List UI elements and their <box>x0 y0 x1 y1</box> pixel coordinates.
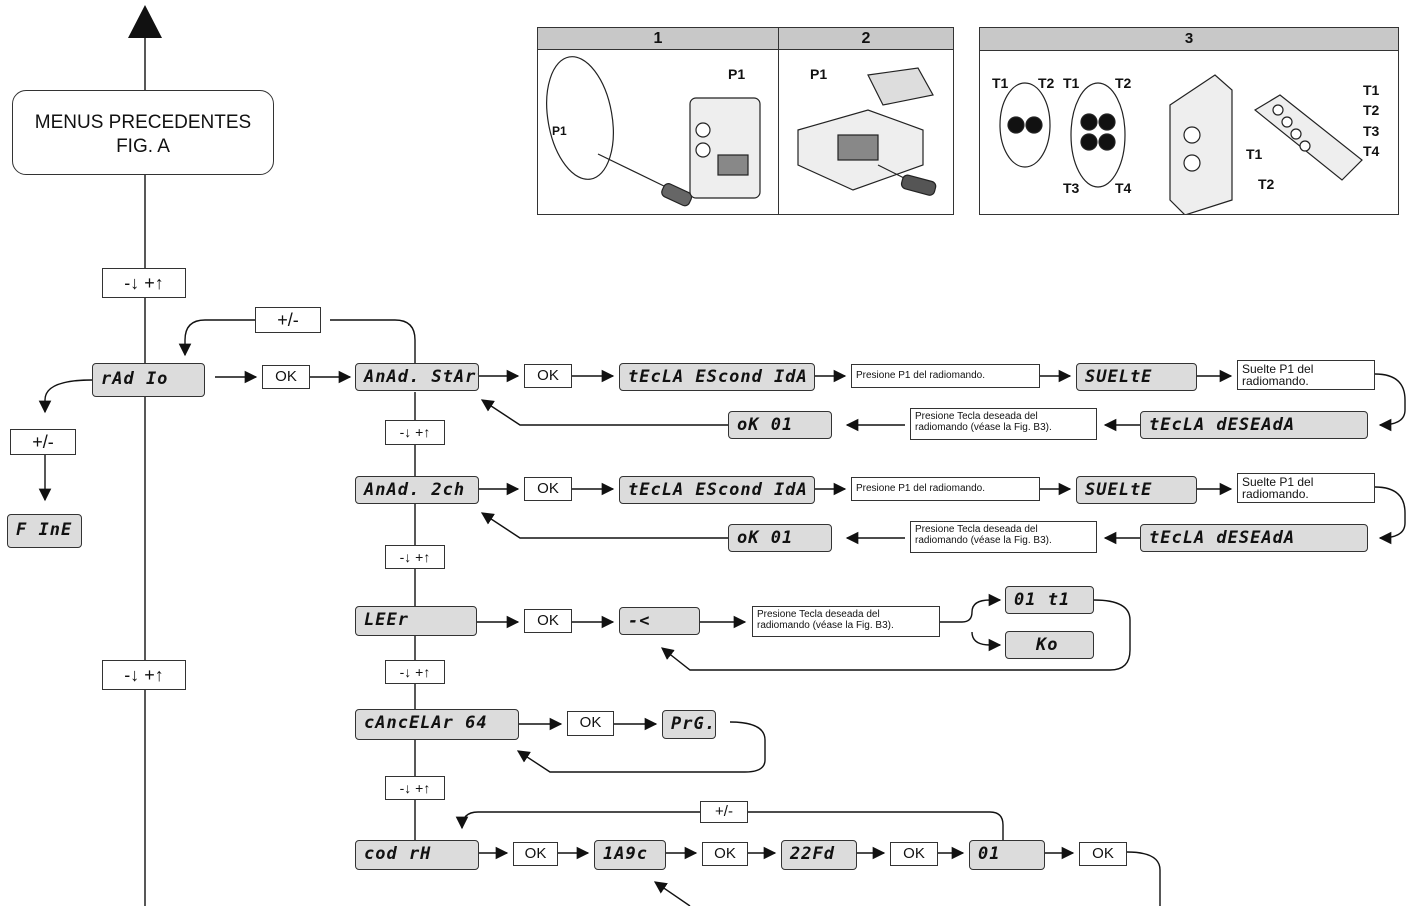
fine-menu[interactable]: F InE <box>7 514 82 548</box>
desired-key-lcd-2ch: tEcLA dESEAdA <box>1140 524 1368 552</box>
ok-button-start[interactable]: OK <box>524 364 572 388</box>
tag-t1-b: T1 <box>1063 75 1080 91</box>
release-note-2ch: Suelte P1 del radiomando. <box>1237 473 1375 503</box>
panel-3-header: 3 <box>980 28 1398 51</box>
previous-menus-box[interactable]: MENUS PRECEDENTES FIG. A <box>12 90 274 175</box>
nav-key-top[interactable]: -↓ +↑ <box>102 268 186 298</box>
none-lcd-read: Ko <box>1005 631 1094 659</box>
code-rh-menu[interactable]: cod rH <box>355 840 479 870</box>
code-value-2: 22Fd <box>781 840 857 870</box>
ok-button-code-3[interactable]: OK <box>890 842 938 866</box>
nav-key-4[interactable]: -↓ +↑ <box>385 776 445 800</box>
add-2ch-menu[interactable]: AnAd. 2ch <box>355 476 479 504</box>
ok-button-code-1[interactable]: OK <box>513 842 558 866</box>
tag-t1-c: T1 <box>1246 146 1263 162</box>
tag-t4-b: T4 <box>1115 180 1132 196</box>
code-value-1: 1A9c <box>594 840 666 870</box>
figure-panel-1-2: 1 2 P1 P1 P1 <box>537 27 954 215</box>
found-lcd-read: 01 t1 <box>1005 586 1094 614</box>
cancel-64-menu[interactable]: cAncELAr 64 <box>355 709 519 740</box>
tag-t2-d: T2 <box>1363 102 1380 118</box>
nav-key-bottom[interactable]: -↓ +↑ <box>102 660 186 690</box>
tag-t3-b: T3 <box>1063 180 1080 196</box>
previous-menus-label: MENUS PRECEDENTES <box>34 112 252 133</box>
tag-t2-b: T2 <box>1115 75 1132 91</box>
ok-button-radio[interactable]: OK <box>262 365 310 389</box>
desired-key-lcd-start: tEcLA dESEAdA <box>1140 411 1368 439</box>
figure-reference: FIG. A <box>116 136 170 157</box>
ok-button-2ch[interactable]: OK <box>524 477 572 501</box>
wait-lcd-read: -< <box>619 607 700 635</box>
tag-t2-a: T2 <box>1038 75 1055 91</box>
result-lcd-2ch: oK 01 <box>728 524 832 552</box>
tag-t4-d: T4 <box>1363 143 1380 159</box>
press-p1-note-start: Presione P1 del radiomando. <box>851 364 1040 388</box>
result-lcd-start: oK 01 <box>728 411 832 439</box>
tag-p1-remote: P1 <box>552 124 567 138</box>
plusminus-radio[interactable]: +/- <box>255 307 321 333</box>
prg-lcd-cancel: PrG. <box>662 710 716 739</box>
tag-p1-panel2: P1 <box>810 66 828 82</box>
desired-key-note-2ch: Presione Tecla deseada del radiomando (v… <box>910 521 1097 553</box>
tag-t3-d: T3 <box>1363 123 1380 139</box>
radio-menu[interactable]: rAd Io <box>92 363 205 397</box>
release-lcd-start: SUELtE <box>1076 363 1197 391</box>
remote-keys-illustration <box>999 74 1363 214</box>
release-lcd-2ch: SUELtE <box>1076 476 1197 504</box>
desired-key-note-start: Presione Tecla deseada del radiomando (v… <box>910 408 1097 440</box>
nav-key-3[interactable]: -↓ +↑ <box>385 660 445 684</box>
hidden-key-lcd-2ch: tEcLA EScond IdA <box>619 476 815 504</box>
ok-button-code-2[interactable]: OK <box>702 842 748 866</box>
tag-t2-c: T2 <box>1258 176 1275 192</box>
panel-1-header: 1 <box>538 28 779 50</box>
release-note-start: Suelte P1 del radiomando. <box>1237 360 1375 390</box>
plusminus-fine[interactable]: +/- <box>10 429 76 455</box>
plusminus-code[interactable]: +/- <box>700 801 748 823</box>
add-start-menu[interactable]: AnAd. StArt <box>355 363 479 391</box>
read-menu[interactable]: LEEr <box>355 606 477 636</box>
code-value-3: 01 <box>969 840 1045 870</box>
ok-button-code-4[interactable]: OK <box>1079 842 1127 866</box>
ok-button-read[interactable]: OK <box>524 609 572 633</box>
tag-p1-panel1: P1 <box>728 66 746 82</box>
ok-button-cancel[interactable]: OK <box>567 711 614 736</box>
press-p1-note-2ch: Presione P1 del radiomando. <box>851 477 1040 501</box>
remote-programming-illustration <box>546 56 937 207</box>
panel-2-header: 2 <box>779 28 953 50</box>
nav-key-2[interactable]: -↓ +↑ <box>385 545 445 569</box>
up-arrow-icon <box>128 5 162 38</box>
tag-t1-d: T1 <box>1363 82 1380 98</box>
desired-key-note-read: Presione Tecla deseada del radiomando (v… <box>752 606 940 637</box>
nav-key-1[interactable]: -↓ +↑ <box>385 420 445 445</box>
figure-panel-3: 3 T1 T2 T1 T2 T3 T4 T1 T2 T1 T2 T3 T4 <box>979 27 1399 215</box>
tag-t1-a: T1 <box>992 75 1009 91</box>
hidden-key-lcd-start: tEcLA EScond IdA <box>619 363 815 391</box>
